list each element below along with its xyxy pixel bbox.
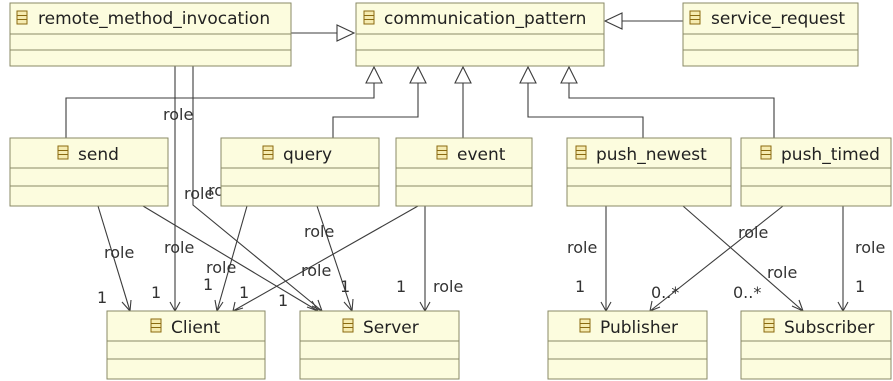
class-name: send [78, 145, 119, 165]
class-client[interactable]: Client [106, 310, 266, 380]
edge-pushtimed-publisher [649, 205, 784, 312]
generalization-edges [65, 20, 775, 138]
class-icon [689, 10, 701, 25]
class-icon [150, 318, 162, 333]
association-edges [97, 66, 844, 312]
class-name: Client [171, 318, 221, 338]
multiplicity-label: 1 [97, 288, 107, 307]
class-icon [763, 318, 775, 333]
gen-pushtimed [568, 83, 775, 138]
multiplicity-label: 1 [278, 291, 288, 310]
edge-send-server [142, 205, 319, 312]
class-icon [16, 10, 28, 25]
edge-event-client [232, 205, 419, 312]
role-label: role [184, 184, 214, 203]
class-push-newest[interactable]: push_newest [566, 137, 732, 207]
class-service-request[interactable]: service_request [682, 2, 859, 67]
class-name: push_newest [596, 145, 707, 165]
role-label: role [304, 222, 334, 241]
triangle-query [409, 65, 427, 84]
class-publisher[interactable]: Publisher [547, 310, 708, 380]
class-icon [57, 145, 69, 160]
edge-rmi-server [192, 66, 323, 312]
class-icon [363, 10, 375, 25]
edge-query-server [316, 205, 353, 312]
class-name: Publisher [600, 318, 678, 338]
role-label: role [301, 261, 331, 280]
generalization-triangles [336, 12, 623, 84]
gen-query [332, 83, 419, 138]
class-icon [579, 318, 591, 333]
role-label: role [738, 223, 768, 242]
role-label: role [163, 105, 193, 124]
class-send[interactable]: send [9, 137, 169, 207]
gen-send [65, 83, 375, 138]
multiplicity-label: 1 [239, 283, 249, 302]
triangle-pushtimed [560, 65, 578, 84]
triangle-send [365, 65, 383, 84]
triangle-pushnew [519, 65, 537, 84]
triangle-event [454, 65, 472, 84]
class-icon [760, 145, 772, 160]
multiplicity-label: 1 [575, 277, 585, 296]
class-name: Subscriber [784, 318, 875, 338]
class-icon [436, 145, 448, 160]
multiplicity-label: 1 [855, 277, 865, 296]
class-name: remote_method_invocation [38, 9, 270, 29]
role-label: role [855, 238, 885, 257]
class-push-timed[interactable]: push_timed [740, 137, 892, 207]
class-name: query [283, 145, 332, 165]
class-name: service_request [711, 9, 845, 29]
edge-query-client [216, 205, 248, 312]
role-label: role [767, 263, 797, 282]
class-query[interactable]: query [220, 137, 380, 207]
role-label: role [206, 258, 236, 277]
multiplicity-label: 1 [340, 277, 350, 296]
class-icon [342, 318, 354, 333]
edge-pushnew-subscriber [682, 205, 804, 312]
multiplicity-label: 1 [203, 275, 213, 294]
class-icon [262, 145, 274, 160]
arrowhead [121, 299, 132, 313]
role-label: role [433, 277, 463, 296]
edge-send-client [97, 205, 131, 312]
gen-pushnew [527, 83, 644, 138]
class-name: event [457, 145, 506, 165]
multiplicity-label: 0..* [733, 283, 761, 302]
triangle-svcreq [603, 12, 623, 30]
multiplicity-label: 1 [396, 277, 406, 296]
role-label: role [567, 238, 597, 257]
class-icon [575, 145, 587, 160]
class-name: push_timed [781, 145, 880, 165]
triangle-rmi [336, 24, 356, 42]
class-subscriber[interactable]: Subscriber [740, 310, 892, 380]
class-event[interactable]: event [395, 137, 533, 207]
role-label: role [104, 243, 134, 262]
class-name: communication_pattern [384, 9, 586, 29]
multiplicity-label: 1 [151, 283, 161, 302]
multiplicity-label: 0..* [651, 283, 679, 302]
role-label: role [164, 238, 194, 257]
class-communication-pattern[interactable]: communication_pattern [355, 2, 605, 67]
class-server[interactable]: Server [299, 310, 460, 380]
class-name: Server [363, 318, 419, 338]
class-remote-method-invocation[interactable]: remote_method_invocation [9, 2, 292, 67]
